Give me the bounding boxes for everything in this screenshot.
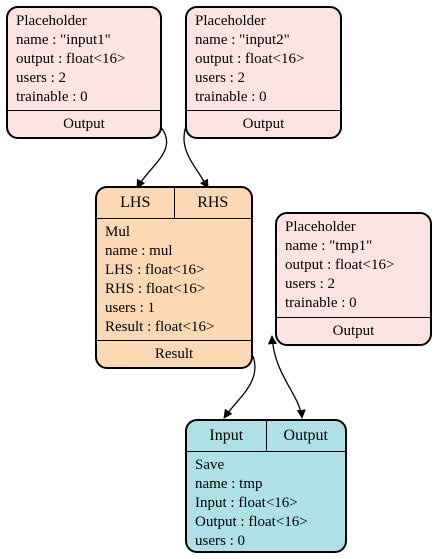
port-lhs[interactable]: LHS xyxy=(120,194,151,211)
node-body: Placeholder name : "tmp1" output : float… xyxy=(277,214,430,317)
node-lhs-type: LHS : float<16> xyxy=(105,262,205,278)
port-result[interactable]: Result xyxy=(97,340,251,367)
node-name: name : mul xyxy=(105,243,173,259)
ports: Input Output xyxy=(187,421,345,452)
port-rhs[interactable]: RHS xyxy=(173,188,252,218)
node-trainable: trainable : 0 xyxy=(16,89,88,105)
node-users: users : 1 xyxy=(105,300,155,316)
node-name: name : "input1" xyxy=(16,32,111,48)
edge-input2-to-mul-rhs xyxy=(183,125,209,189)
node-name: name : tmp xyxy=(195,476,263,492)
node-users: users : 2 xyxy=(195,70,245,86)
node-trainable: trainable : 0 xyxy=(195,89,267,105)
node-users: users : 2 xyxy=(285,276,335,292)
node-body: Placeholder name : "input2" output : flo… xyxy=(187,8,340,110)
node-output-type: output : float<16> xyxy=(195,51,305,67)
node-title: Placeholder xyxy=(16,13,87,29)
node-output-type: output : float<16> xyxy=(16,51,126,67)
node-rhs-type: RHS : float<16> xyxy=(105,281,206,297)
node-users: users : 2 xyxy=(16,70,66,86)
node-title: Placeholder xyxy=(285,219,356,235)
node-input2[interactable]: Placeholder name : "input2" output : flo… xyxy=(185,6,342,139)
node-save[interactable]: Input Output Save name : tmp Input : flo… xyxy=(185,419,347,553)
edge-mul-result-to-save-input xyxy=(223,355,256,419)
node-title: Save xyxy=(195,457,225,473)
node-body: Save name : tmp Input : float<16> Output… xyxy=(187,452,345,551)
node-tmp1[interactable]: Placeholder name : "tmp1" output : float… xyxy=(275,212,432,346)
node-mul[interactable]: LHS RHS Mul name : mul LHS : float<16> R… xyxy=(95,186,253,369)
node-body: Placeholder name : "input1" output : flo… xyxy=(8,8,160,110)
node-output-type: output : float<16> xyxy=(285,257,395,273)
node-body: Mul name : mul LHS : float<16> RHS : flo… xyxy=(97,219,251,340)
edge-save-output-to-tmp1 xyxy=(267,335,306,419)
node-name: name : "input2" xyxy=(195,32,290,48)
port-output[interactable]: Output xyxy=(187,110,340,137)
port-input[interactable]: Input xyxy=(209,427,244,444)
node-output-type: Output : float<16> xyxy=(195,514,308,530)
port-output[interactable]: Output xyxy=(8,110,160,137)
node-input-type: Input : float<16> xyxy=(195,495,298,511)
node-input1[interactable]: Placeholder name : "input1" output : flo… xyxy=(6,6,162,139)
port-output[interactable]: Output xyxy=(277,317,430,344)
input-ports: LHS RHS xyxy=(97,188,251,219)
port-output[interactable]: Output xyxy=(265,421,346,451)
node-result-type: Result : float<16> xyxy=(105,319,215,335)
edge-input1-to-mul-lhs xyxy=(136,125,168,189)
node-title: Placeholder xyxy=(195,13,266,29)
node-trainable: trainable : 0 xyxy=(285,295,357,311)
node-users: users : 0 xyxy=(195,533,245,549)
node-name: name : "tmp1" xyxy=(285,238,373,254)
node-title: Mul xyxy=(105,224,131,240)
